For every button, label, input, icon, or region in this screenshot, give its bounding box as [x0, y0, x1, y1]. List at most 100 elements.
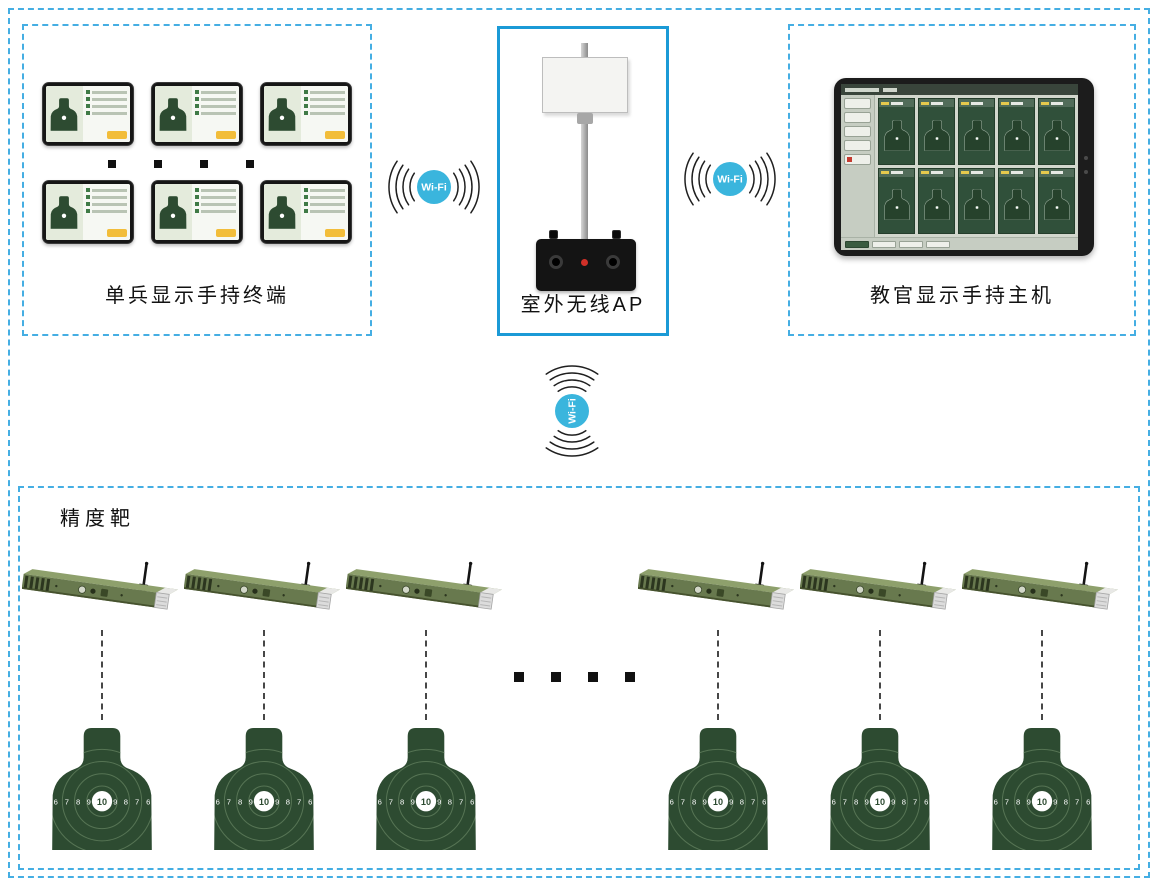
svg-text:6: 6 — [924, 797, 928, 806]
instructor-target-card — [998, 167, 1035, 234]
card-header — [999, 168, 1034, 177]
sidebar-button — [844, 98, 871, 109]
svg-text:9: 9 — [1027, 797, 1031, 806]
instructor-target-card — [1038, 167, 1075, 234]
card-body — [1039, 107, 1074, 164]
svg-text:8: 8 — [286, 797, 290, 806]
silhouette-target: 10 6 7 8 9 9 8 7 6 — [668, 728, 768, 850]
wifi-link-ap-targets: Wi-Fi — [537, 351, 607, 471]
ap-mount-clamp — [577, 113, 593, 124]
terminal-screen — [264, 86, 348, 142]
sidebar-button — [844, 112, 871, 123]
svg-text:9: 9 — [865, 797, 869, 806]
svg-text:9: 9 — [275, 797, 279, 806]
soldier-terminal-tablet — [151, 180, 243, 244]
terminal-score-list — [82, 184, 130, 240]
soldier-terminal-tablet — [42, 180, 134, 244]
ap-power-led — [581, 259, 588, 266]
device-antenna — [758, 563, 764, 587]
terminal-screen — [155, 86, 239, 142]
score-row — [303, 90, 345, 94]
svg-text:6: 6 — [470, 797, 474, 806]
score-row — [85, 188, 127, 192]
wifi-link-terminals-ap: Wi-Fi — [374, 152, 494, 222]
svg-text:7: 7 — [1075, 797, 1079, 806]
sidebar-button — [844, 140, 871, 151]
terminal-row-1 — [24, 82, 370, 146]
ellipsis-dots — [8, 160, 354, 168]
score-row — [194, 104, 236, 108]
terminal-score-list — [191, 86, 239, 142]
device-target-connection-line — [879, 630, 881, 720]
mini-silhouette-target — [49, 196, 79, 229]
soldier-terminal-tablet — [151, 82, 243, 146]
svg-text:9: 9 — [87, 797, 91, 806]
targets-group-box: 精度靶 — [18, 486, 1140, 870]
screen-main — [841, 95, 1078, 237]
svg-text:6: 6 — [832, 797, 836, 806]
terminal-screen — [155, 184, 239, 240]
target-lane: 10 6 7 8 9 9 8 7 6 — [800, 554, 960, 850]
terminal-target-view — [264, 184, 301, 240]
wifi-waves — [684, 152, 776, 206]
score-row — [303, 195, 345, 199]
wifi-icon — [713, 162, 747, 196]
ring-scores: 6 7 8 9 9 8 7 6 — [670, 797, 767, 806]
svg-text:6: 6 — [1086, 797, 1090, 806]
svg-text:7: 7 — [65, 797, 69, 806]
target-lane: 10 6 7 8 9 9 8 7 6 — [638, 554, 798, 850]
device-antenna — [1082, 563, 1088, 587]
device-antenna — [466, 563, 472, 587]
score-row — [303, 202, 345, 206]
svg-text:9: 9 — [249, 797, 253, 806]
score-row — [194, 111, 236, 115]
target-lane: 10 6 7 8 9 9 8 7 6 — [22, 554, 182, 850]
precision-target-device — [184, 561, 341, 610]
svg-text:8: 8 — [400, 797, 404, 806]
instructor-target-card — [958, 98, 995, 165]
svg-text:9: 9 — [891, 797, 895, 806]
score-row — [85, 104, 127, 108]
score-row — [85, 97, 127, 101]
card-header — [879, 99, 914, 107]
bullseye-ten-ring — [869, 791, 891, 812]
bullseye-ten-ring — [707, 791, 729, 812]
ap-port — [606, 255, 620, 269]
ring-score-center: 10 — [259, 797, 269, 807]
ring-score-center: 10 — [875, 797, 885, 807]
svg-text:9: 9 — [703, 797, 707, 806]
card-body — [879, 177, 914, 234]
terminal-score-list — [300, 86, 348, 142]
device-antenna — [142, 563, 148, 587]
card-body — [959, 107, 994, 164]
instructor-target-card — [1038, 98, 1075, 165]
score-row — [194, 90, 236, 94]
mini-silhouette-target — [158, 196, 188, 229]
instructor-target-card — [878, 167, 915, 234]
svg-text:6: 6 — [216, 797, 220, 806]
card-header — [959, 99, 994, 107]
svg-text:7: 7 — [913, 797, 917, 806]
terminals-content — [24, 26, 370, 244]
card-header — [999, 99, 1034, 107]
device-target-connection-line — [1041, 630, 1043, 720]
wifi-icon — [417, 170, 451, 204]
ring-score-center: 10 — [713, 797, 723, 807]
card-body — [959, 177, 994, 234]
silhouette-target: 10 6 7 8 9 9 8 7 6 — [376, 728, 476, 850]
svg-text:8: 8 — [1016, 797, 1020, 806]
score-row — [85, 209, 127, 213]
instructor-target-card — [958, 167, 995, 234]
device-antenna — [920, 563, 926, 587]
card-header — [1039, 168, 1074, 177]
svg-text:8: 8 — [1064, 797, 1068, 806]
terminal-target-view — [155, 184, 192, 240]
mini-silhouette-target — [1043, 189, 1071, 220]
terminal-action-button — [107, 229, 127, 237]
instructor-target-card — [918, 98, 955, 165]
ap-base-unit — [536, 230, 636, 291]
terminals-label: 单兵显示手持终端 — [105, 285, 289, 307]
precision-target-device — [346, 561, 503, 610]
instructor-target-card — [998, 98, 1035, 165]
